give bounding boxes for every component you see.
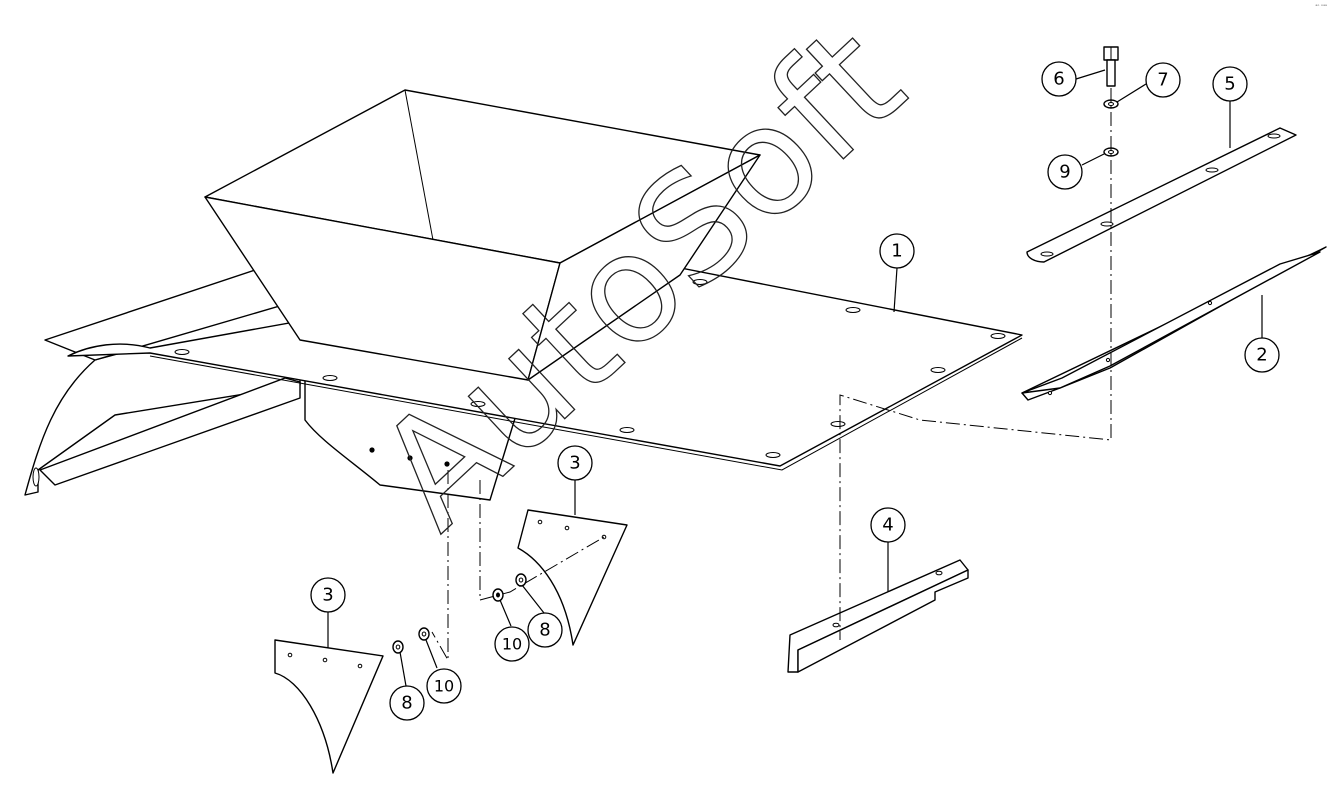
callout-1-label: 1	[891, 241, 902, 262]
part-base-plate	[24, 89, 1023, 501]
alignment-lines	[431, 88, 1112, 662]
plate-slots	[174, 279, 1006, 458]
leader-lines	[327, 69, 1263, 687]
callout-5-label: 5	[1224, 74, 1235, 95]
part-blade-middle	[517, 509, 628, 646]
callout-8-left: 8	[389, 685, 425, 721]
callout-3-middle-label: 3	[569, 453, 580, 474]
washer-left	[392, 640, 404, 654]
callout-1: 1	[879, 233, 915, 269]
callout-7-label: 7	[1157, 70, 1168, 91]
callout-3-left-label: 3	[322, 585, 333, 606]
corner-mark: ᵃᵒ ᵒᵃᵃ	[1315, 4, 1327, 10]
callout-6-label: 6	[1053, 69, 1064, 90]
callout-2-label: 2	[1256, 345, 1267, 366]
callout-8-middle-label: 8	[539, 620, 550, 641]
callout-3-left: 3	[310, 577, 346, 613]
callout-9: 9	[1047, 154, 1083, 190]
part-blade-left	[274, 639, 384, 774]
bolt	[1103, 46, 1119, 87]
washer-middle	[515, 573, 527, 587]
callout-10-left: 10	[426, 668, 462, 704]
part-bracket	[787, 559, 969, 673]
callout-6: 6	[1041, 61, 1077, 97]
callout-8-left-label: 8	[401, 693, 412, 714]
part-flat-strip	[1026, 127, 1297, 263]
callout-10-middle-label: 10	[502, 635, 522, 654]
callout-10-left-label: 10	[434, 677, 454, 696]
callout-4-label: 4	[882, 515, 893, 536]
callout-5: 5	[1212, 66, 1248, 102]
part-angle-bar	[1021, 246, 1327, 401]
callout-2: 2	[1244, 337, 1280, 373]
callout-3-middle: 3	[557, 445, 593, 481]
callout-9-label: 9	[1059, 162, 1070, 183]
callout-10-middle: 10	[494, 626, 530, 662]
nut-left	[418, 627, 430, 641]
callout-8-middle: 8	[527, 612, 563, 648]
callout-7: 7	[1145, 62, 1181, 98]
callout-4: 4	[870, 507, 906, 543]
